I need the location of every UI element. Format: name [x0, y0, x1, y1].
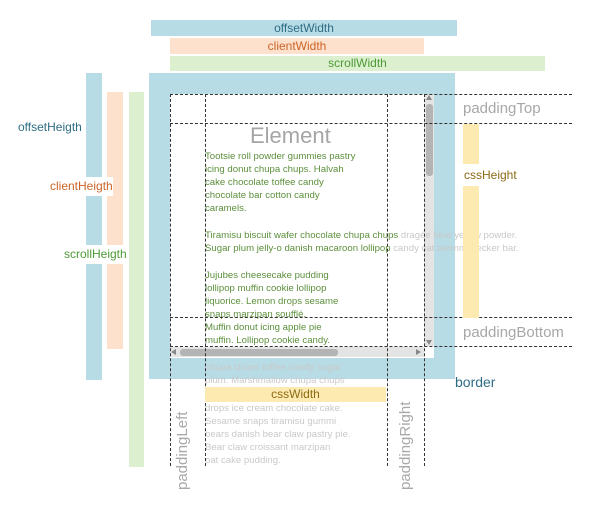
client-height-label: clientHeigth	[50, 177, 113, 196]
guide-left-outer	[170, 94, 171, 466]
offset-height-bar	[86, 73, 102, 380]
guide-top-inner	[170, 123, 572, 124]
css-width-label: cssWidth	[271, 387, 320, 401]
padding-left-label: paddingLeft	[174, 411, 191, 490]
guide-bottom-outer	[170, 346, 572, 347]
scroll-width-bar	[170, 56, 545, 71]
guide-right-inner	[387, 94, 388, 466]
padding-top-label: paddingTop	[463, 100, 541, 117]
offset-height-label: offsetHeigth	[18, 118, 82, 137]
p2-line2-overflow: candy cat swimmy lecker bar.	[390, 243, 519, 254]
scroll-right-arrow-icon[interactable]	[416, 349, 421, 355]
content-paragraph-3: Jujubes cheesecake pudding lollipop muff…	[205, 270, 339, 346]
scroll-down-arrow-icon[interactable]	[426, 340, 432, 345]
guide-left-inner	[205, 94, 206, 466]
content-paragraph-1: Tootsie roll powder gummies pastry icing…	[205, 151, 356, 214]
guide-bottom-inner	[170, 317, 572, 318]
element-padding-box	[170, 94, 434, 358]
guide-top-outer	[170, 94, 572, 95]
border-label: border	[455, 374, 496, 390]
content-paragraph-2: Tiramisu biscuit wafer chocolate chupa c…	[205, 229, 585, 255]
overflow-text-1: chupa chups toffee candy sugar plum. Mar…	[205, 362, 345, 386]
scroll-width-label: scrollWidth	[328, 56, 387, 70]
client-height-bar	[107, 92, 123, 349]
horizontal-scrollbar-thumb[interactable]	[180, 349, 338, 356]
p2-line1-overflow: dragée blue yellow powder.	[398, 230, 518, 241]
overflow-text-2: drops ice cream chocolate cake. Sesame s…	[205, 403, 351, 466]
css-width-bar	[205, 387, 386, 402]
vertical-scrollbar-track[interactable]	[424, 94, 434, 346]
css-height-label: cssHeight	[464, 168, 517, 182]
scroll-height-label: scrollHeigth	[64, 245, 127, 264]
element-title: Element	[250, 123, 331, 148]
guide-right-outer	[424, 94, 425, 466]
padding-bottom-label: paddingBottom	[463, 324, 564, 341]
offset-width-bar	[151, 20, 457, 36]
scroll-height-bar	[129, 92, 144, 467]
padding-right-label: paddingRight	[397, 401, 414, 490]
client-width-bar	[170, 38, 424, 54]
css-height-bar	[463, 124, 479, 318]
scroll-left-arrow-icon[interactable]	[171, 349, 176, 355]
client-width-label: clientWidth	[267, 39, 327, 53]
p2-line2: Sugar plum jelly-o danish macaroon lolli…	[205, 243, 391, 254]
css-height-label-bg	[462, 164, 526, 186]
offset-width-label: offsetWidth	[274, 21, 334, 35]
vertical-scrollbar-thumb[interactable]	[426, 104, 433, 176]
p2-line1: Tiramisu biscuit wafer chocolate chupa c…	[205, 230, 399, 241]
scroll-up-arrow-icon[interactable]	[426, 95, 432, 100]
